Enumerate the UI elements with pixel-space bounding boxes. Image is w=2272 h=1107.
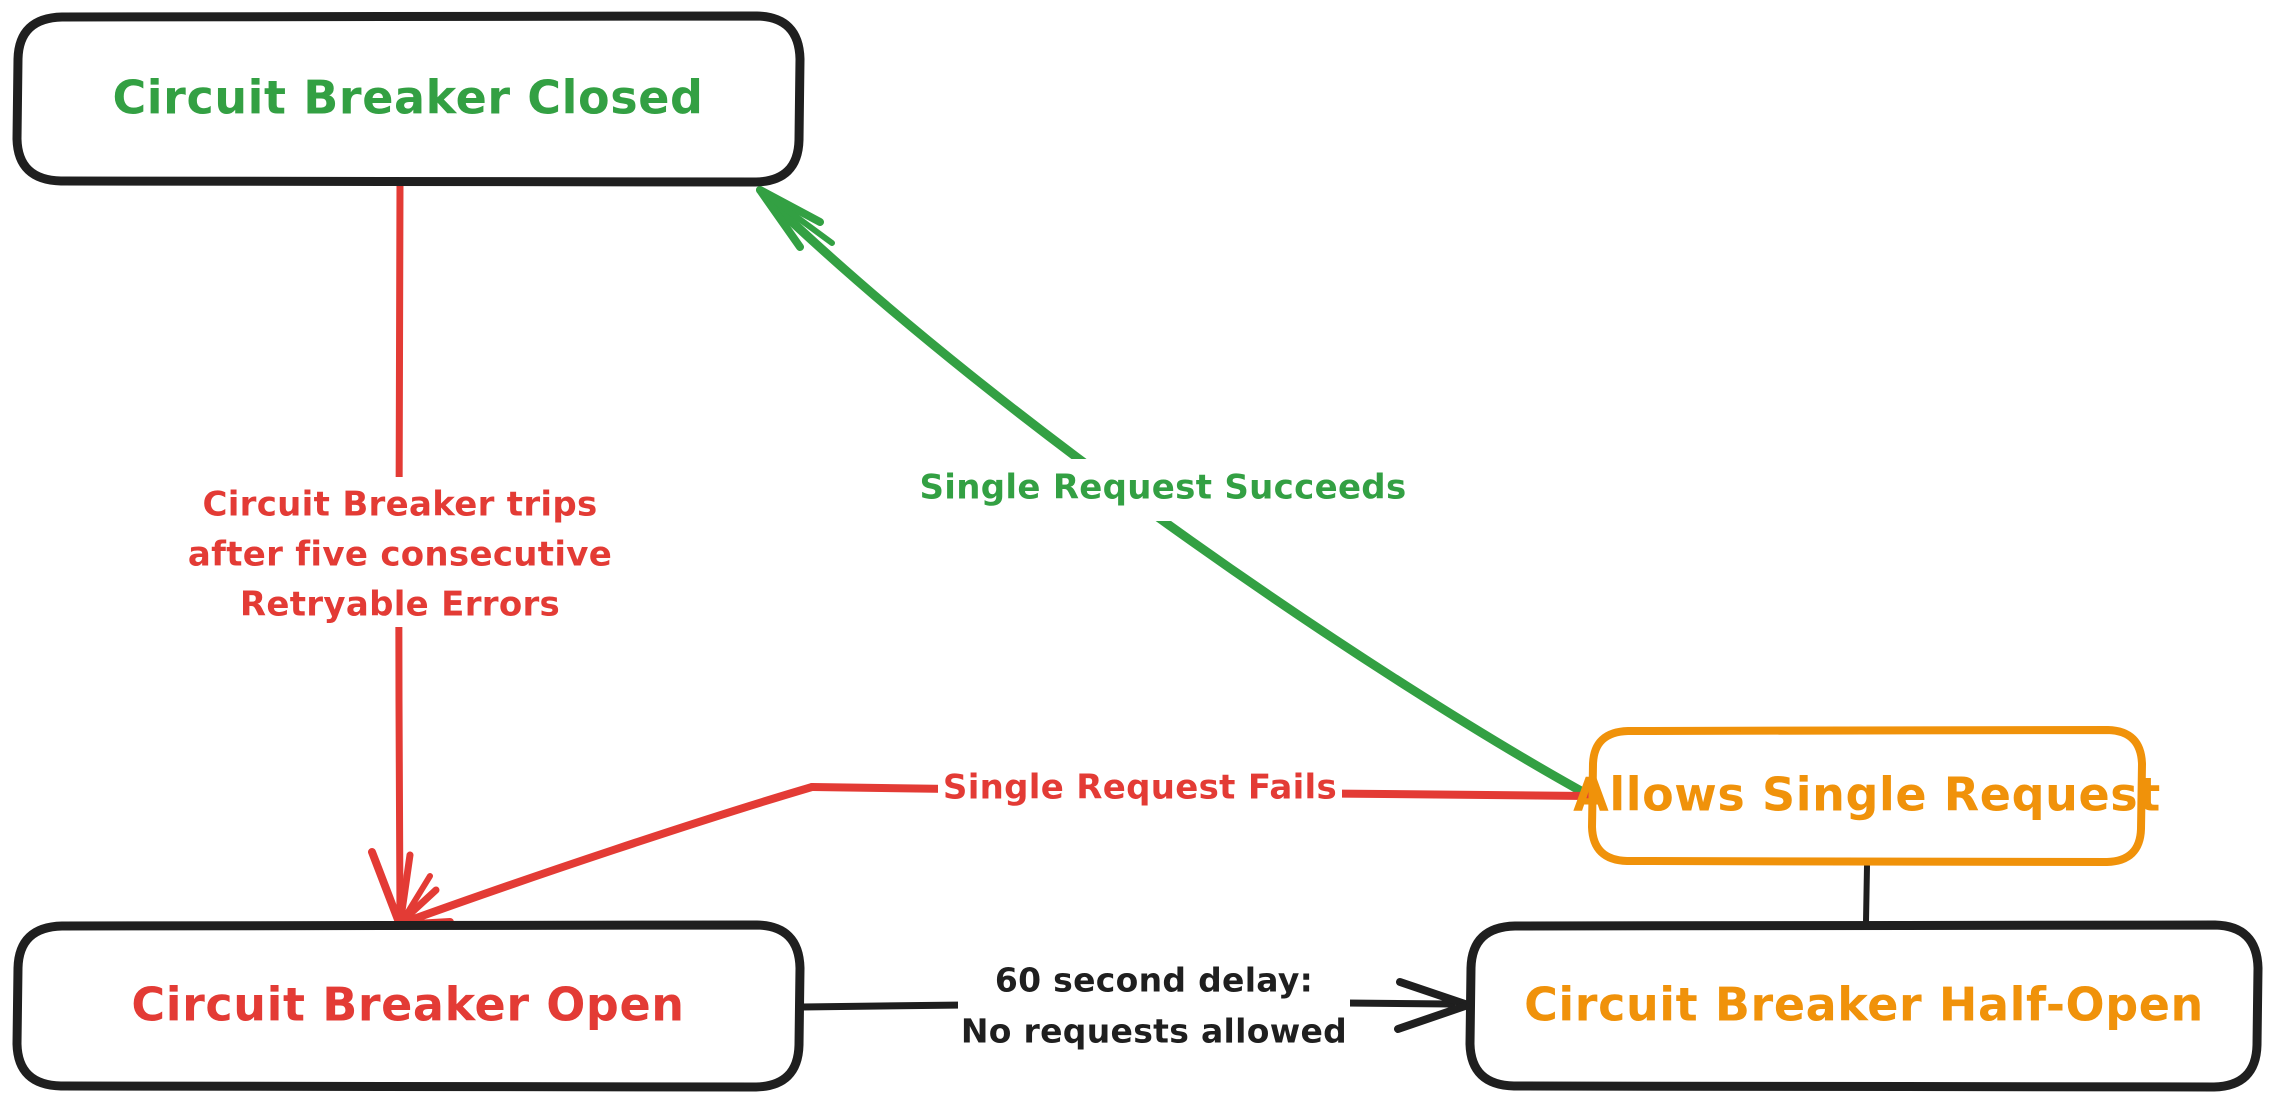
node-allows-label: Allows Single Request <box>1573 768 2161 822</box>
edge-label-trips-line1: Circuit Breaker trips <box>202 485 597 525</box>
edge-label-fails-backdrop <box>938 761 1342 817</box>
edge-label-trips-line3: Retryable Errors <box>240 585 560 625</box>
edge-half-open-to-allows[interactable] <box>1863 863 1870 925</box>
node-circuit-breaker-open[interactable]: Circuit Breaker Open <box>12 920 805 1092</box>
edge-label-delay-line1: 60 second delay: <box>995 961 1313 1000</box>
edge-label-delay-line2: No requests allowed <box>961 1012 1347 1051</box>
edge-allows-to-closed[interactable] <box>756 186 1595 801</box>
edge-label-delay-backdrop <box>958 952 1350 1064</box>
edge-label-succeeds: Single Request Succeeds <box>919 459 1406 521</box>
node-closed-label: Circuit Breaker Closed <box>112 71 703 125</box>
edge-half-open-to-allows-line <box>1863 863 1870 925</box>
node-circuit-breaker-half-open[interactable]: Circuit Breaker Half-Open <box>1465 920 2263 1092</box>
node-half-open-label: Circuit Breaker Half-Open <box>1524 978 2204 1032</box>
node-half-open-border <box>1465 920 2263 1092</box>
edge-allows-to-closed-arrowhead <box>756 186 835 251</box>
edge-label-delay: 60 second delay: No requests allowed <box>958 952 1350 1064</box>
node-allows-single-request[interactable]: Allows Single Request <box>1573 726 2161 866</box>
node-open-label: Circuit Breaker Open <box>131 978 684 1032</box>
edge-closed-to-open-line <box>395 178 404 922</box>
node-closed-border <box>12 11 805 187</box>
edge-label-fails-text: Single Request Fails <box>943 768 1337 808</box>
edge-open-to-half-open-left-segment <box>798 1001 969 1011</box>
edge-open-to-half-open[interactable] <box>798 978 1472 1033</box>
edge-allows-to-open-line-diagonal <box>404 783 816 925</box>
node-circuit-breaker-closed[interactable]: Circuit Breaker Closed <box>12 11 805 187</box>
edge-open-to-half-open-right-segment <box>1341 999 1456 1008</box>
edge-open-to-half-open-arrowhead <box>1394 978 1472 1033</box>
edge-label-succeeds-backdrop <box>920 459 1340 521</box>
edge-allows-to-closed-line <box>767 198 1595 801</box>
edge-label-trips-line2: after five consecutive <box>188 535 612 575</box>
edge-label-succeeds-text: Single Request Succeeds <box>919 468 1406 508</box>
node-open-border <box>12 920 805 1092</box>
edge-label-fails: Single Request Fails <box>938 761 1342 817</box>
edge-label-trips-backdrop <box>168 477 568 627</box>
edge-label-trips: Circuit Breaker trips after five consecu… <box>168 477 612 627</box>
node-allows-border <box>1588 726 2146 866</box>
